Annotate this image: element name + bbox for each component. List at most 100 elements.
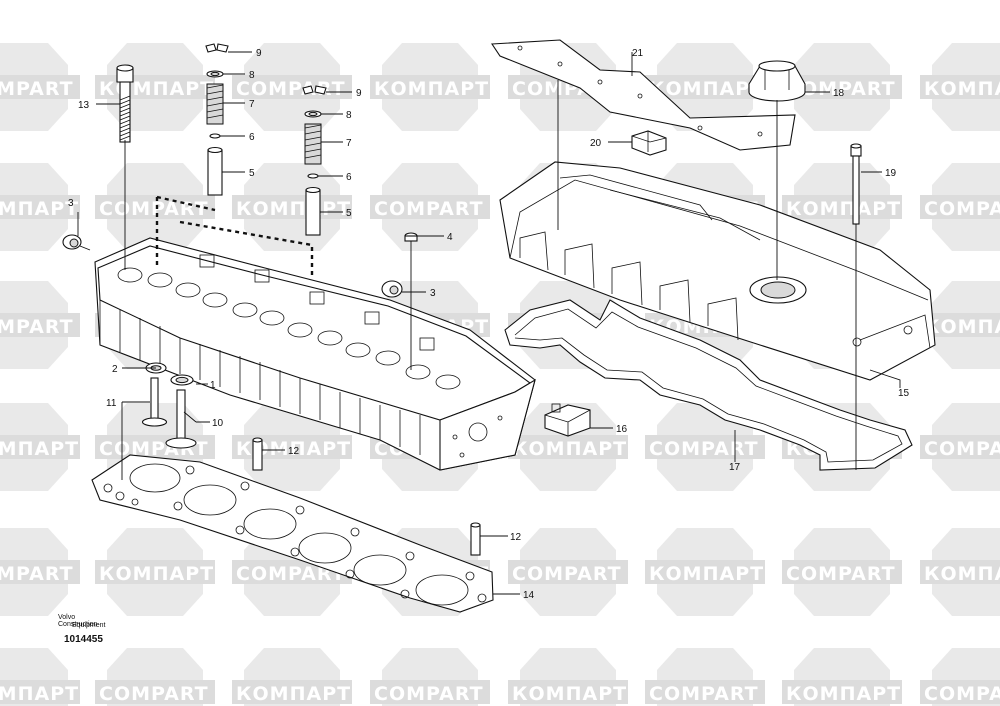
valve-cover (499, 161, 936, 381)
oil-filler-cap (748, 60, 806, 102)
watermark-tile: COMPART (920, 403, 1000, 491)
watermark-tile: COMPART (0, 43, 80, 131)
callout-12b: 12 (510, 532, 522, 543)
watermark-tile: COMPART (370, 648, 490, 706)
watermark-text: КОМПАРТ (512, 683, 627, 705)
callout-16: 16 (616, 424, 628, 435)
watermark-tile: COMPART (0, 528, 80, 616)
watermark-tile: КОМПАРТ (508, 648, 628, 706)
watermark-tile: COMPART (920, 648, 1000, 706)
dowel-pin-upper (252, 437, 263, 471)
watermark-text: COMPART (374, 683, 484, 705)
seal-ring (404, 232, 418, 242)
watermark-text: КОМПАРТ (236, 438, 351, 460)
callout-labels: 1 2 3 3 4 5 5 6 6 7 7 8 8 9 9 10 11 12 1… (68, 48, 910, 601)
head-bolt (116, 64, 134, 143)
watermark-tile: КОМПАРТ (232, 648, 352, 706)
watermark-tile: КОМПАРТ (508, 403, 628, 491)
watermark-tile: COMPART (645, 403, 765, 491)
watermark-text: КОМПАРТ (924, 316, 1000, 338)
cable-clip (631, 130, 667, 156)
callout-14: 14 (523, 590, 535, 601)
watermark-text: КОМПАРТ (786, 683, 901, 705)
callout-12a: 12 (288, 446, 300, 457)
spring-seat-right (307, 173, 319, 179)
watermark-tile: COMPART (370, 163, 490, 251)
callout-3b: 3 (430, 288, 436, 299)
watermark-text: COMPART (236, 563, 346, 585)
callout-9a: 9 (256, 48, 262, 59)
valve-exhaust (165, 389, 197, 449)
callout-13: 13 (78, 100, 90, 111)
callout-2: 2 (112, 364, 118, 375)
callout-1: 1 (210, 380, 216, 391)
valve-guide-right (305, 186, 321, 236)
spring-retainer-right (304, 110, 322, 118)
plug-left (62, 234, 82, 250)
callout-8b: 8 (346, 110, 352, 121)
watermark-text: КОМПАРТ (924, 78, 1000, 100)
watermark-tile: COMPART (645, 648, 765, 706)
maker-line-2: Equipment (72, 622, 106, 629)
callout-7b: 7 (346, 138, 352, 149)
watermark-text: КОМПАРТ (236, 683, 351, 705)
dowel-pin-lower (470, 522, 481, 556)
cover-bolt (850, 143, 862, 225)
callout-5a: 5 (249, 168, 255, 179)
watermark-text: КОМПАРТ (924, 563, 1000, 585)
head-gasket (91, 454, 494, 613)
harness-bracket (491, 39, 796, 151)
watermark-tile: КОМПАРТ (95, 528, 215, 616)
watermark-tile: COMPART (232, 528, 352, 616)
valve-cover-gasket (504, 299, 913, 471)
spring-retainer-left (206, 70, 224, 78)
watermark-tile: КОМПАРТ (370, 43, 490, 131)
watermark-text: COMPART (924, 198, 1000, 220)
watermark-text: COMPART (99, 198, 209, 220)
watermark-text: КОМПАРТ (0, 683, 79, 705)
watermark-tile: КОМПАРТ (0, 163, 80, 251)
watermark-text: COMPART (0, 316, 74, 338)
callout-21: 21 (632, 48, 644, 59)
callout-5b: 5 (346, 208, 352, 219)
watermark-text: COMPART (786, 563, 896, 585)
callout-6a: 6 (249, 132, 255, 143)
watermark-tile: КОМПАРТ (645, 528, 765, 616)
maker-line-1: Volvo Construction (58, 614, 98, 628)
callout-8a: 8 (249, 70, 255, 81)
watermark-text: COMPART (0, 563, 74, 585)
valve-spring-left (206, 83, 224, 125)
plug-right (381, 280, 403, 298)
watermark-text: COMPART (649, 438, 759, 460)
watermark-tile: COMPART (95, 648, 215, 706)
callout-18: 18 (833, 88, 845, 99)
watermark-tile: КОМПАРТ (95, 43, 215, 131)
callout-3a: 3 (68, 198, 74, 209)
watermark-tile: КОМПАРТ (782, 648, 902, 706)
watermark-text: КОМПАРТ (786, 198, 901, 220)
watermark-text: КОМПАРТ (512, 438, 627, 460)
watermark-text: КОМПАРТ (99, 78, 214, 100)
watermark-text: COMPART (924, 438, 1000, 460)
drawing-number: 1014455 (64, 634, 103, 645)
valve-keeper-left (205, 43, 229, 53)
watermark-text: КОМПАРТ (99, 563, 214, 585)
sensor-bracket (544, 403, 591, 437)
watermark-text: COMPART (512, 563, 622, 585)
watermark-tile: КОМПАРТ (0, 403, 80, 491)
watermark-text: КОМПАРТ (649, 78, 764, 100)
callout-4: 4 (447, 232, 453, 243)
callout-7a: 7 (249, 99, 255, 110)
callout-9b: 9 (356, 88, 362, 99)
watermark-tile: КОМПАРТ (920, 43, 1000, 131)
watermark-tile: COMPART (782, 528, 902, 616)
watermark-text: КОМПАРТ (236, 198, 351, 220)
watermark-text: КОМПАРТ (0, 438, 79, 460)
watermark-text: COMPART (99, 683, 209, 705)
callout-10: 10 (212, 418, 224, 429)
valve-seat-ring-exhaust (170, 374, 194, 386)
watermark-tile: COMPART (0, 281, 80, 369)
watermark-text: COMPART (236, 78, 346, 100)
watermark-tile: КОМПАРТ (920, 528, 1000, 616)
valve-axis-line (155, 195, 314, 275)
